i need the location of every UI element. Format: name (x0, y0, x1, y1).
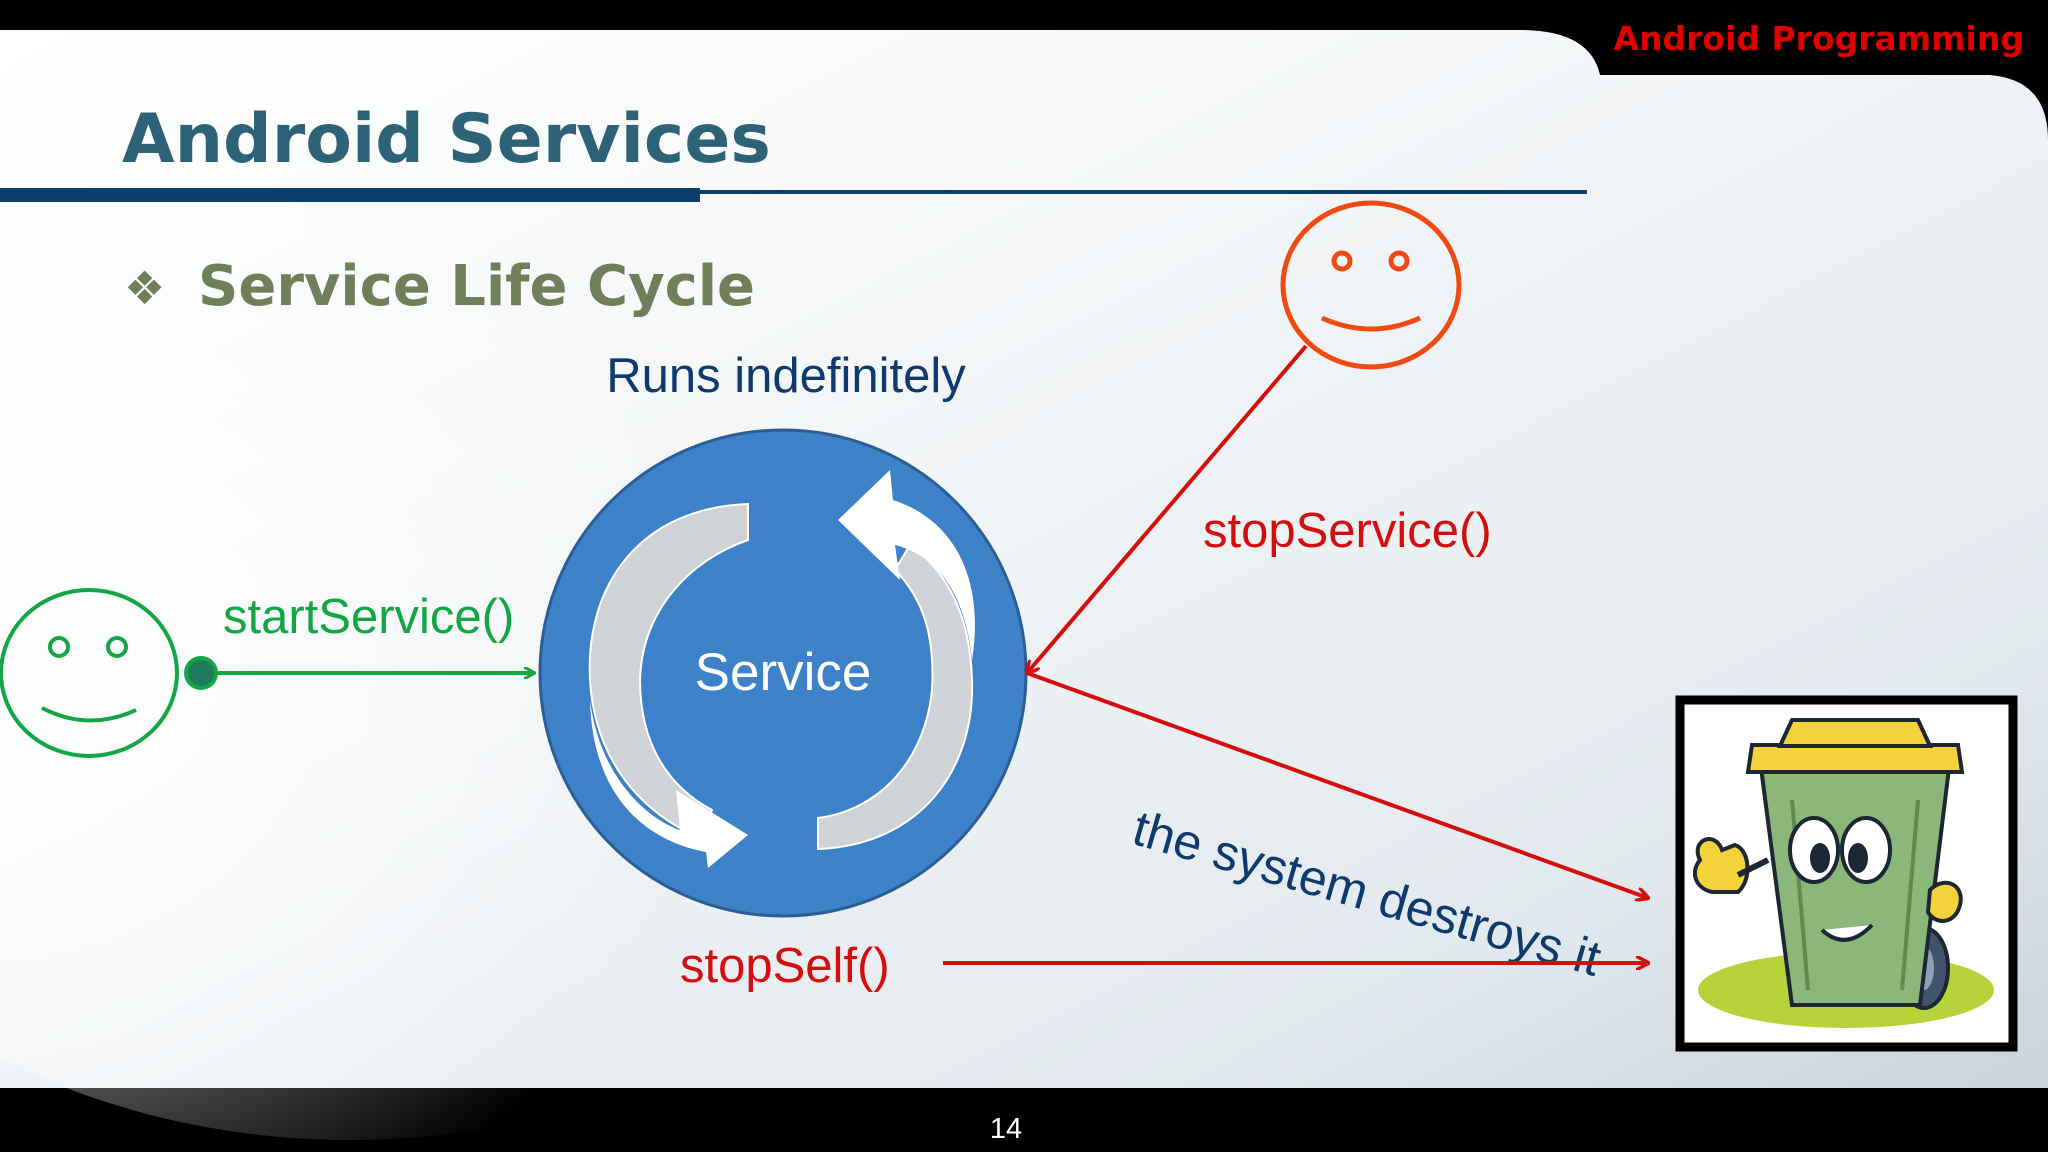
course-header: Android Programming (1613, 19, 2024, 58)
slide-title: Android Services (122, 100, 771, 179)
bullet-heading: Service Life Cycle (198, 254, 755, 319)
bullet-icon: ❖ (124, 261, 165, 315)
stop-self-label: stopSelf() (680, 939, 890, 993)
start-service-label: startService() (223, 590, 514, 644)
runs-label: Runs indefinitely (606, 349, 966, 403)
happy-face-icon (0, 588, 179, 758)
page-number: 14 (990, 1113, 1022, 1145)
service-node: Service (538, 428, 1028, 918)
happy-face-icon (1280, 200, 1462, 370)
title-underline-thick (0, 188, 700, 202)
cycle-arrows-icon (588, 470, 975, 868)
start-connector-dot (184, 656, 218, 690)
system-destroys-arrow (1026, 671, 1648, 898)
service-label: Service (695, 643, 872, 702)
stop-service-arrow (1027, 344, 1308, 673)
title-underline-thin (700, 190, 1587, 194)
trash-bin-mascot-icon (1675, 695, 2018, 1052)
stop-service-label: stopService() (1203, 504, 1492, 558)
